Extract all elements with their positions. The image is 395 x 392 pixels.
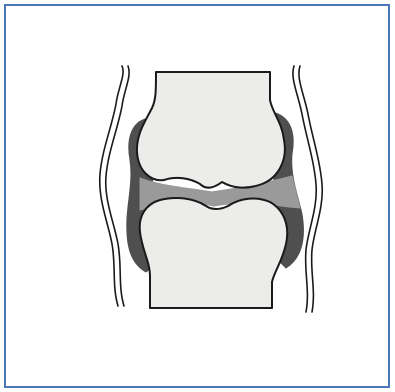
lower-bone — [140, 198, 288, 308]
upper-bone — [137, 72, 285, 188]
soft-tissue-right-inner — [299, 66, 322, 312]
soft-tissue-left-inner — [106, 66, 129, 306]
